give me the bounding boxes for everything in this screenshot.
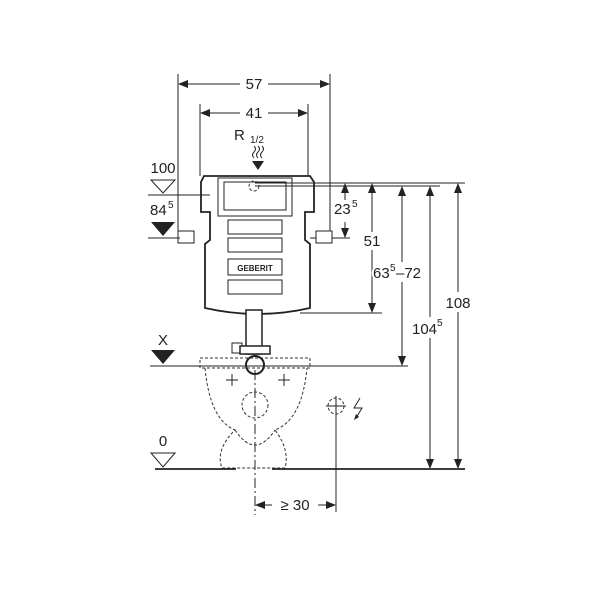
dimension-104-5: 104 5 (410, 186, 443, 469)
label-63: 63 (373, 265, 390, 282)
level-x: X (150, 332, 408, 367)
label-108: 108 (445, 295, 470, 312)
label-x: X (158, 332, 168, 349)
label-84: 84 (150, 202, 167, 219)
label-104: 104 (412, 321, 437, 338)
water-supply-icon (252, 145, 264, 170)
extension-lines (177, 74, 465, 314)
dimension-108: 108 (445, 183, 471, 469)
label-63-sup: 5 (390, 263, 396, 274)
label-104-sup: 5 (437, 318, 443, 329)
dimension-57: 57 (178, 76, 330, 93)
label-51: 51 (364, 233, 381, 250)
label-connection-size: 1/2 (250, 135, 264, 146)
label-23: 23 (334, 201, 351, 218)
toilet-outline (199, 357, 311, 515)
dimension-min-30: ≥ 30 (255, 497, 336, 514)
dimension-63-5-72: 63 5 –72 (371, 186, 423, 366)
label-0: 0 (159, 433, 167, 450)
label-57: 57 (246, 76, 263, 93)
label-41: 41 (246, 105, 263, 122)
geberit-logo: GEBERIT (237, 264, 273, 273)
electrical-outlet-icon (326, 396, 363, 512)
label-84-sup: 5 (168, 200, 174, 211)
dimension-41: 41 (200, 105, 308, 122)
cistern: GEBERIT (177, 175, 333, 375)
label-72: –72 (396, 265, 421, 282)
dimension-23-5: 23 5 (334, 183, 358, 238)
level-84-5: 84 5 (148, 200, 180, 239)
label-23-sup: 5 (352, 199, 358, 210)
level-100: 100 (148, 160, 210, 196)
label-100: 100 (150, 160, 175, 177)
label-min-30: ≥ 30 (280, 497, 309, 514)
dimension-51: 51 (362, 183, 382, 313)
level-floor: 0 (149, 433, 465, 470)
label-connection-r: R (234, 127, 245, 144)
